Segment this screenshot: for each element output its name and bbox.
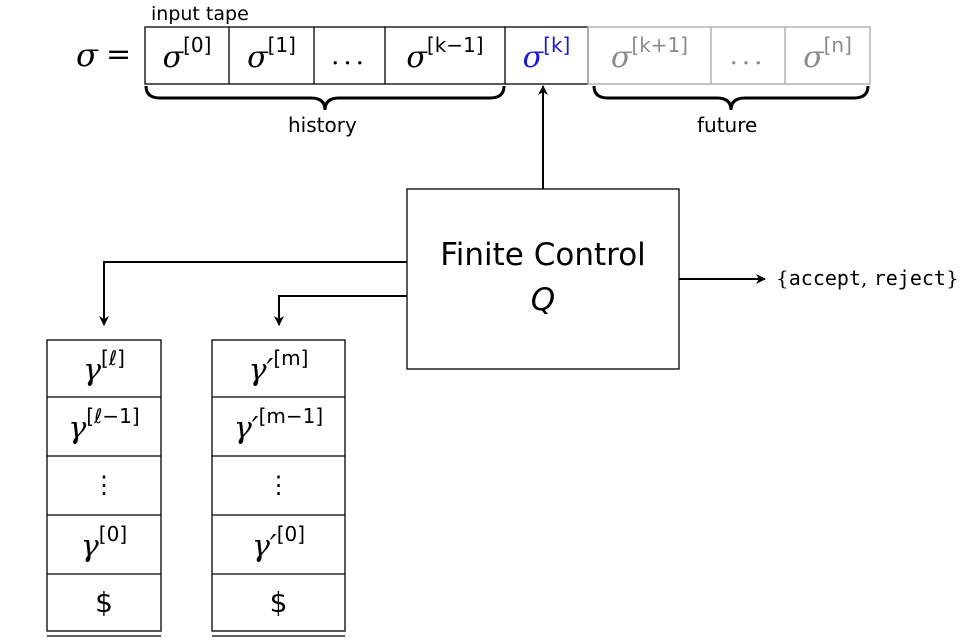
- stack1-arrow: [99, 261, 407, 326]
- tape-cell-history-dots: ...: [331, 40, 368, 71]
- output-open-brace: {: [776, 266, 789, 290]
- input-tape-label: input tape: [151, 3, 249, 25]
- stack2-cell-dots: ⋮: [266, 471, 291, 499]
- tape-cell-future-dots: ...: [729, 40, 767, 71]
- stack1-cell-dots: ⋮: [92, 471, 116, 499]
- equals-sign: =: [106, 37, 132, 72]
- tape-cell-k-plus-1: σ[k+1]: [610, 32, 689, 75]
- stack2-cell-second: γ′[m−1]: [233, 403, 324, 446]
- history-brace: [144, 85, 506, 111]
- stack2-arrow: [274, 295, 407, 326]
- output-accept: accept: [788, 266, 861, 290]
- history-label: history: [288, 113, 357, 137]
- future-label: future: [697, 113, 758, 137]
- future-brace: [592, 85, 870, 111]
- finite-control-box: [406, 188, 680, 370]
- stack1-cell-top: γ[ℓ]: [83, 345, 125, 388]
- stack1-outline: [46, 339, 162, 637]
- stack2-cell-sentinel: $: [269, 586, 288, 619]
- sigma-symbol: σ: [76, 36, 98, 74]
- finite-control-symbol: Q: [530, 282, 556, 318]
- tape-cell-0: σ[0]: [162, 32, 212, 75]
- output-comma: ,: [860, 266, 868, 290]
- output-set: {accept, reject}: [776, 268, 959, 288]
- tape-outline: [144, 26, 871, 85]
- tape-cell-current: σ[k]: [522, 32, 571, 75]
- stack2-cell-top: γ′[m]: [248, 345, 309, 388]
- tape-cell-n: σ[n]: [803, 32, 852, 75]
- stack2-cell-bottom: γ′[0]: [251, 521, 306, 564]
- finite-control-title: Finite Control: [440, 237, 646, 273]
- tape-cell-k-minus-1: σ[k−1]: [406, 32, 484, 75]
- stack1-cell-second: γ[ℓ−1]: [68, 403, 140, 446]
- tape-cell-1: σ[1]: [247, 32, 296, 75]
- stack1-cell-bottom: γ[0]: [80, 521, 128, 564]
- stack1-cell-sentinel: $: [95, 586, 113, 619]
- stack2-outline: [211, 339, 346, 637]
- output-close-brace: }: [945, 266, 959, 290]
- output-reject: reject: [873, 266, 946, 290]
